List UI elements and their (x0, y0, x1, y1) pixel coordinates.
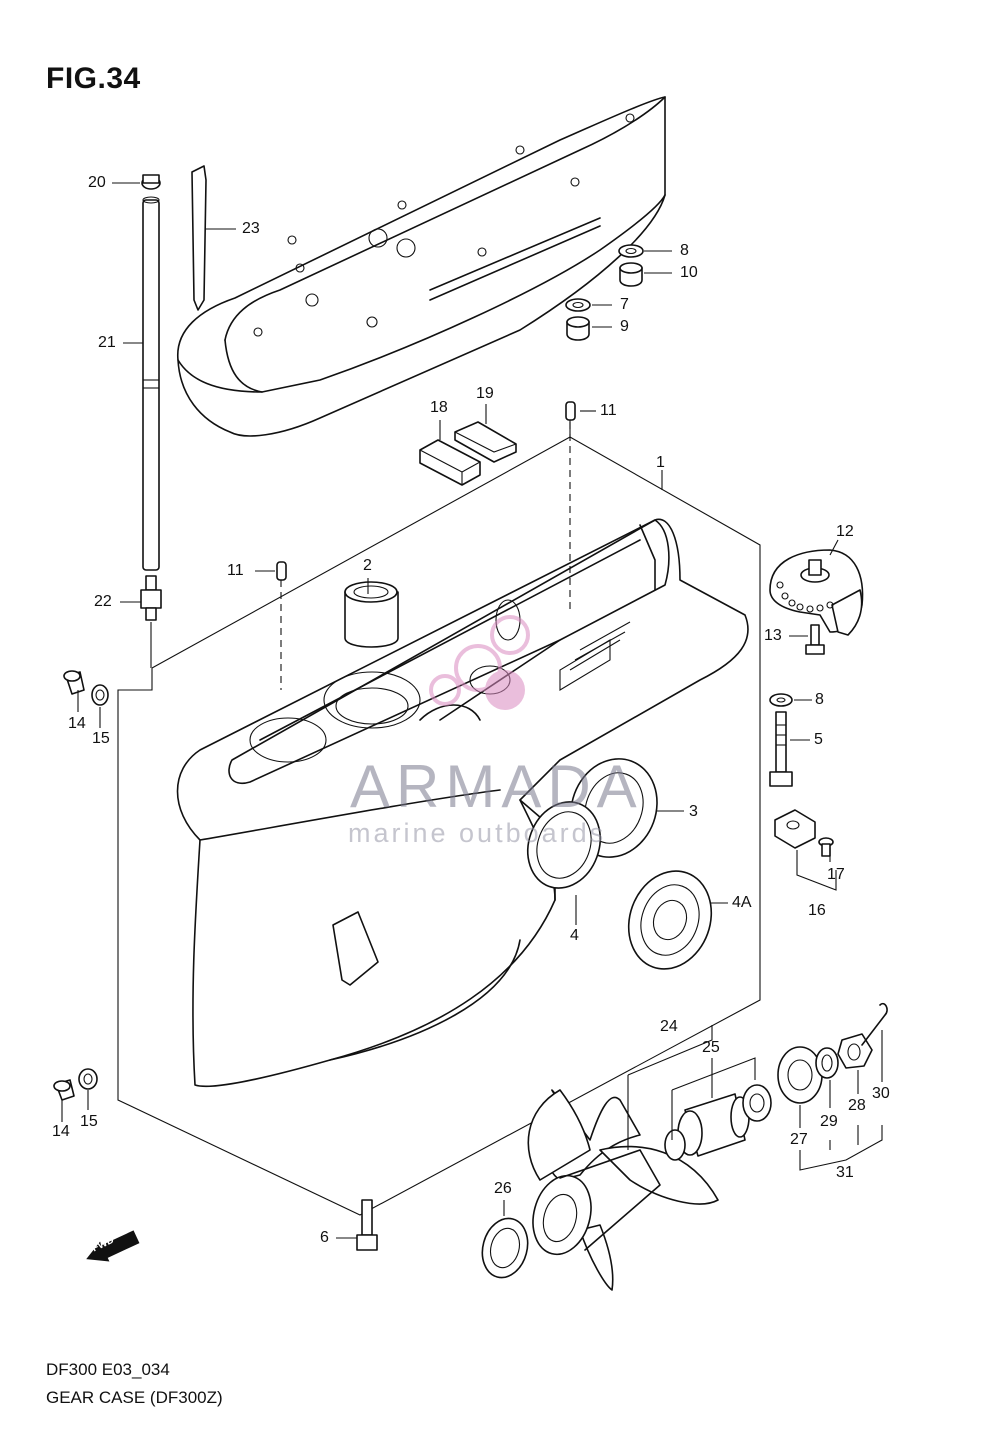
watermark-logo-icon (429, 615, 530, 710)
callout-3: 3 (689, 803, 698, 820)
callout-12: 12 (836, 523, 854, 540)
washer-7 (565, 298, 591, 312)
prop-bushing-25 (664, 1093, 750, 1161)
plate-18 (419, 439, 481, 486)
cotter-pin-30 (861, 1002, 888, 1046)
nut-10 (619, 262, 643, 287)
callout-4: 4 (570, 927, 579, 944)
callout-13: 13 (764, 627, 782, 644)
washer-29 (815, 1047, 839, 1079)
callout-21: 21 (98, 334, 116, 351)
gear-case-body (176, 518, 749, 1088)
callout-9: 9 (620, 318, 629, 335)
needle-bearing (344, 581, 399, 648)
callout-8-right: 8 (815, 691, 824, 708)
callout-14-upper: 14 (68, 715, 86, 732)
callout-1: 1 (656, 454, 665, 471)
callout-18: 18 (430, 399, 448, 416)
callout-31: 31 (836, 1164, 854, 1181)
propeller (527, 1089, 719, 1291)
gasket-15-lower (78, 1068, 98, 1090)
figure-title: FIG.34 (46, 62, 141, 95)
plate-19 (454, 421, 517, 463)
washer-ring (742, 1084, 772, 1122)
leader-16 (796, 850, 837, 891)
callout-7: 7 (620, 296, 629, 313)
callout-4a: 4A (732, 894, 752, 911)
washer-8-right (769, 693, 793, 707)
figure-name: GEAR CASE (DF300Z) (46, 1388, 223, 1407)
callout-8-top: 8 (680, 242, 689, 259)
shift-rod-fitting-22 (140, 575, 162, 621)
fwd-arrow-icon (86, 1230, 140, 1262)
shift-rod (142, 196, 160, 571)
callout-26: 26 (494, 1180, 512, 1197)
figure-code: DF300 E03_034 (46, 1360, 170, 1379)
anode-16 (774, 809, 816, 849)
dowel-pin-left (276, 561, 287, 581)
callout-30: 30 (872, 1085, 890, 1102)
callout-17: 17 (827, 866, 845, 883)
callout-6: 6 (320, 1229, 329, 1246)
gasket-15-upper (91, 684, 109, 706)
bearing-4 (527, 801, 601, 889)
callout-14-lower: 14 (52, 1123, 70, 1140)
bolt-13 (805, 624, 825, 655)
callout-15-lower: 15 (80, 1113, 98, 1130)
bearing-4a (627, 870, 713, 970)
callout-25: 25 (702, 1039, 720, 1056)
bolt-6 (356, 1199, 378, 1251)
callout-11-top: 11 (600, 402, 617, 419)
callout-22: 22 (94, 593, 112, 610)
callout-15-upper: 15 (92, 730, 110, 747)
nut-9 (566, 316, 590, 341)
cable-tie (191, 165, 207, 311)
dowel-pin-top (565, 401, 576, 421)
spacer-26 (481, 1217, 529, 1279)
callout-27: 27 (790, 1131, 808, 1148)
callout-20: 20 (88, 174, 106, 191)
washer-8-top (618, 244, 644, 258)
callout-19: 19 (476, 385, 494, 402)
callout-16: 16 (808, 902, 826, 919)
drain-screw-14-upper (63, 670, 85, 695)
callout-24: 24 (660, 1018, 678, 1035)
anti-cavitation-plate (177, 96, 666, 437)
trim-tab-anode (769, 549, 864, 636)
screw-17 (818, 837, 834, 857)
callout-2: 2 (363, 557, 372, 574)
callout-23: 23 (242, 220, 260, 237)
bolt-5 (769, 711, 793, 787)
watermark-brand: ARMADA (350, 753, 643, 820)
callout-28: 28 (848, 1097, 866, 1114)
leader-lines (61, 182, 883, 1239)
callout-11-left: 11 (227, 562, 244, 579)
shift-rod-seal-20 (141, 174, 161, 190)
callout-5: 5 (814, 731, 823, 748)
callout-10: 10 (680, 264, 698, 281)
callout-29: 29 (820, 1113, 838, 1130)
watermark-tagline: marine outboards (348, 818, 607, 848)
spacer-27 (777, 1046, 823, 1104)
drain-screw-14-lower (53, 1079, 75, 1101)
